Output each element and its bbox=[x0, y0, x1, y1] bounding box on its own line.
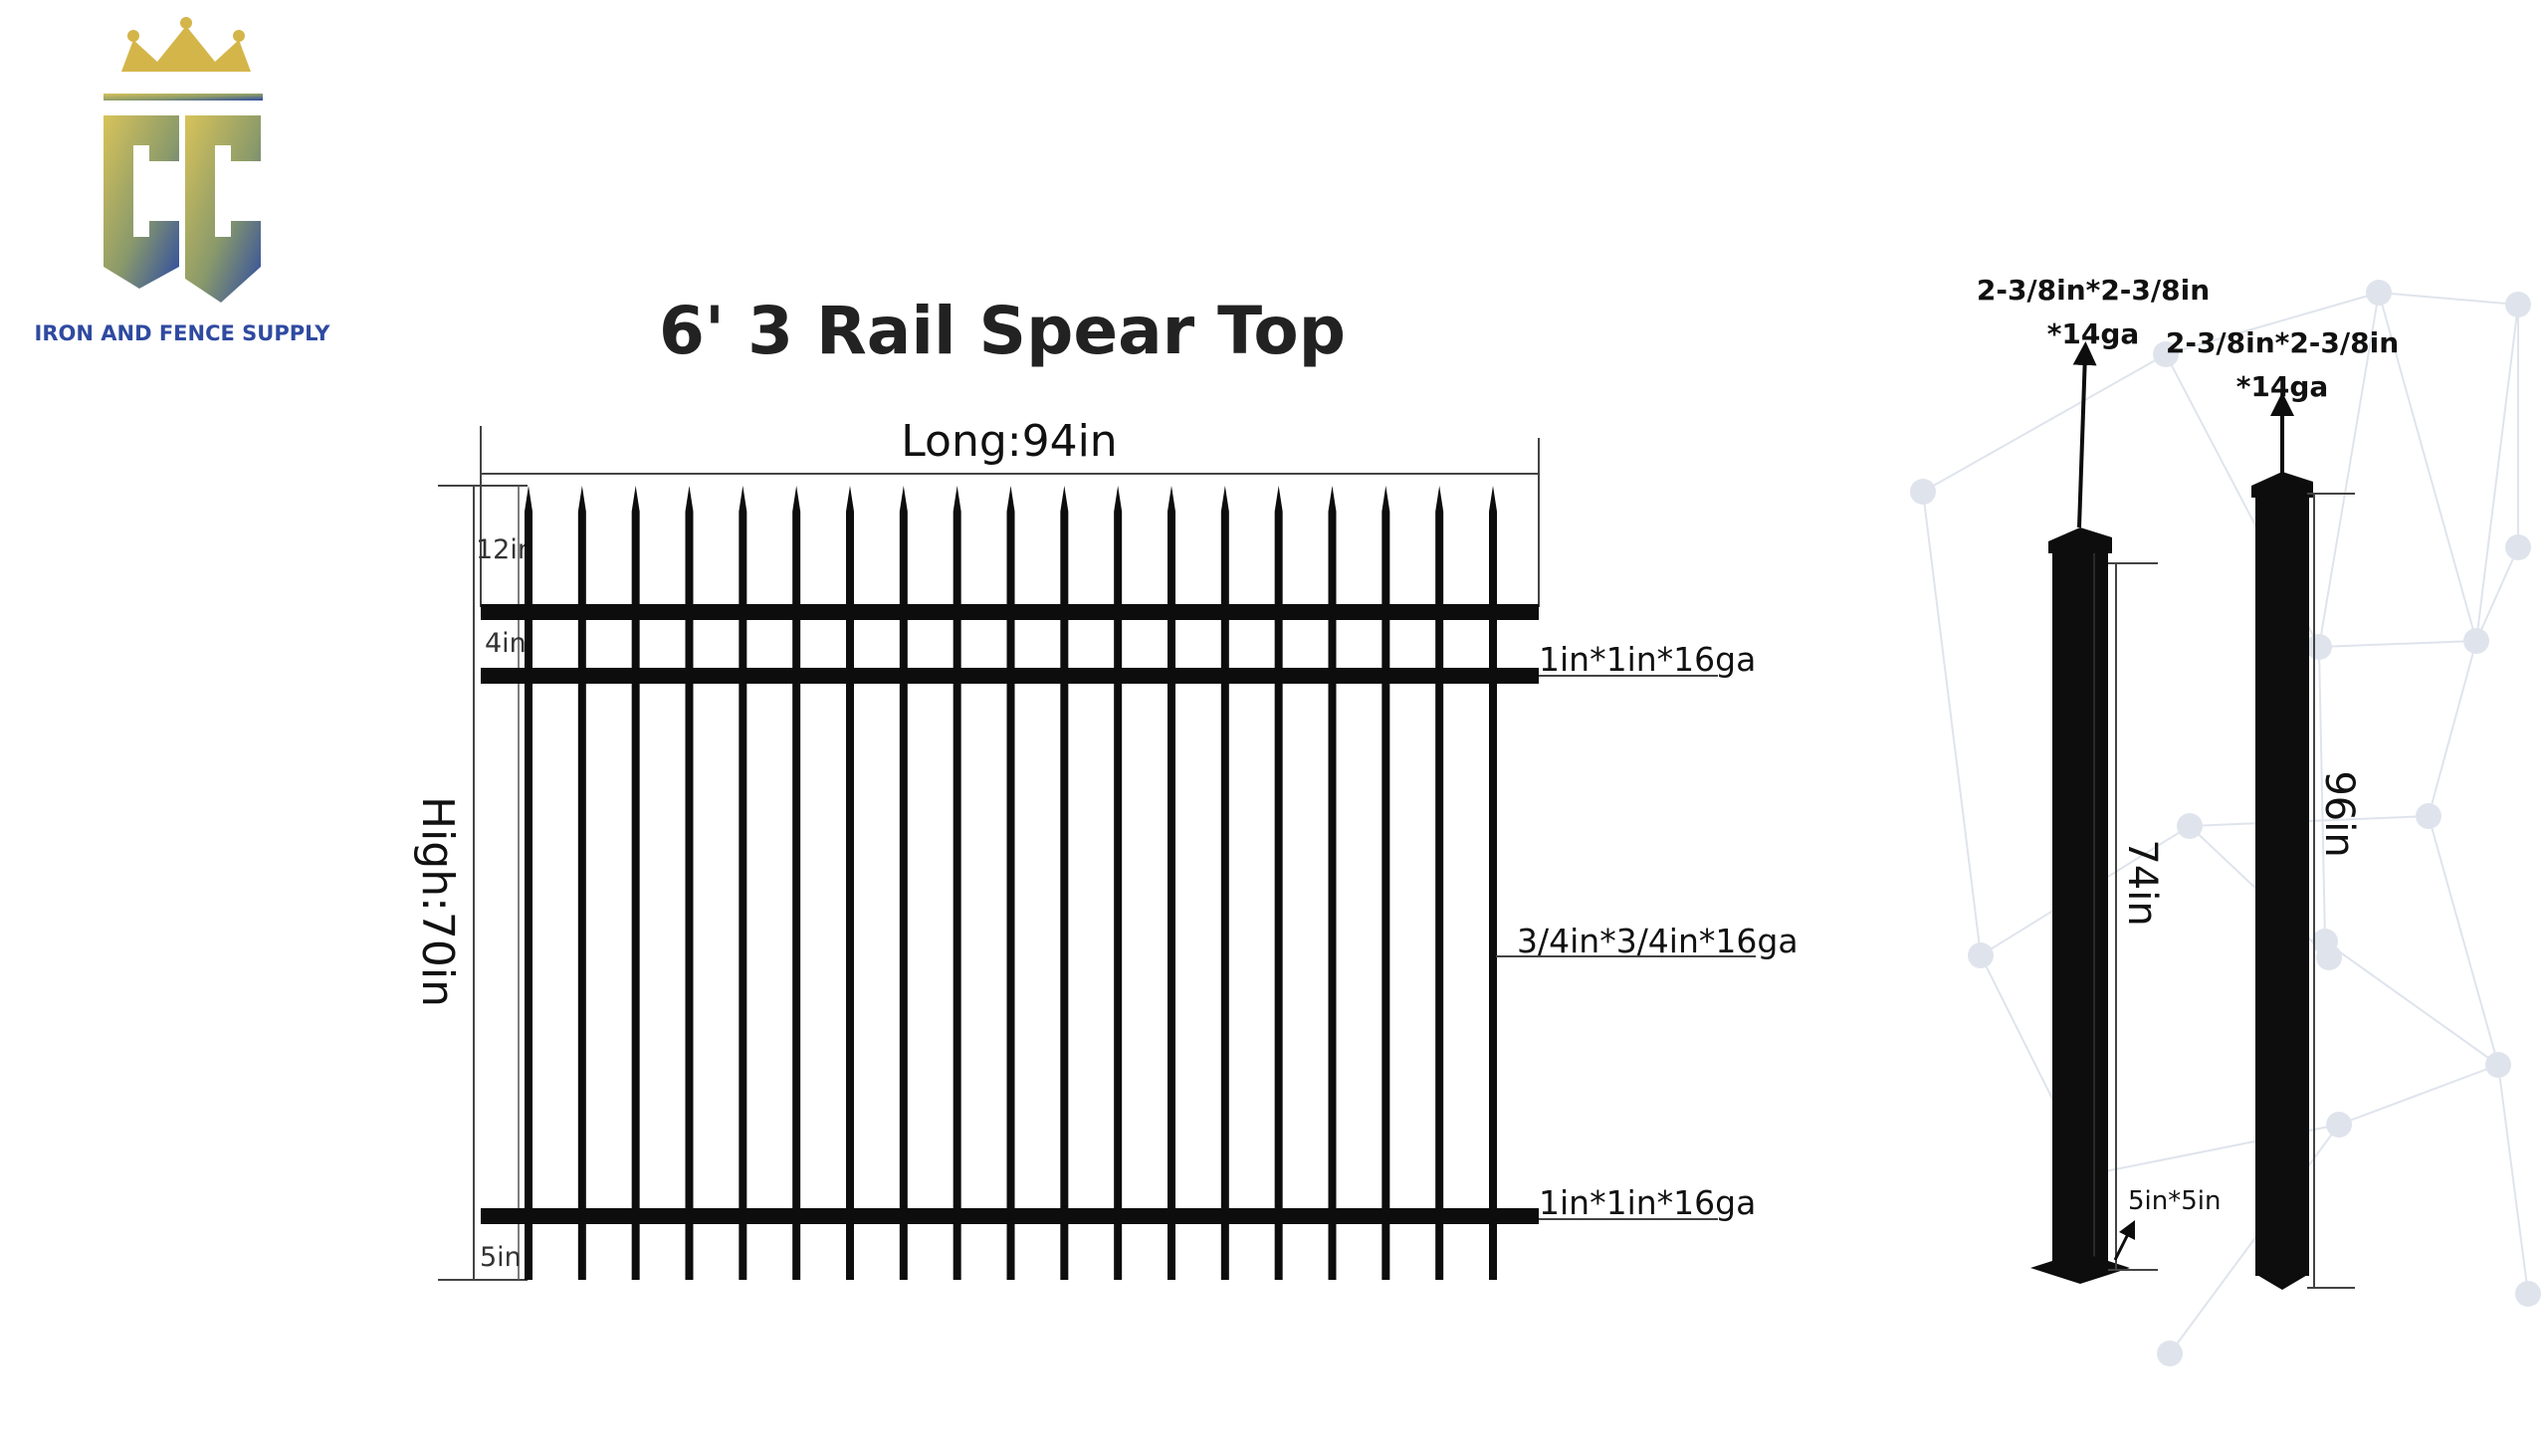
picket bbox=[1328, 486, 1337, 1280]
post-plain-spec-line2: *14ga bbox=[2236, 370, 2329, 403]
picket bbox=[1060, 486, 1069, 1280]
network-edge bbox=[1922, 491, 1982, 956]
plate-size-label: 5in*5in bbox=[2128, 1186, 2222, 1216]
post-with-plate-spec-line2: *14ga bbox=[2047, 317, 2140, 350]
post-with-base-plate: 2-3/8in*2-3/8in *14ga 74in 5in*5in bbox=[1977, 274, 2222, 1284]
network-node bbox=[2177, 813, 2203, 839]
post-with-plate-spec-arrow bbox=[2072, 341, 2097, 528]
post-plain-height-label: 96in bbox=[2316, 770, 2362, 857]
network-edge bbox=[2475, 304, 2519, 642]
picket bbox=[1220, 486, 1229, 1280]
picket bbox=[1168, 486, 1175, 1280]
network-node bbox=[2505, 534, 2531, 560]
network-node bbox=[2485, 1052, 2511, 1078]
network-node bbox=[2316, 944, 2342, 970]
picket bbox=[1489, 486, 1497, 1280]
post-plain-body bbox=[2255, 490, 2309, 1276]
top-rail bbox=[481, 604, 1539, 620]
bottom-rail-spec-label: 1in*1in*16ga bbox=[1539, 1183, 1756, 1222]
middle-rail bbox=[481, 668, 1539, 684]
cc-monogram-icon bbox=[104, 115, 261, 303]
post-with-plate-height-label: 74in bbox=[2119, 839, 2165, 926]
network-edge bbox=[2318, 292, 2380, 648]
fence-panel: Long:94in High:70in 12in 4in 5in 1in*1in… bbox=[412, 416, 1799, 1281]
post-with-plate-spec-line1: 2-3/8in*2-3/8in bbox=[1977, 274, 2210, 307]
base-plate-icon bbox=[2030, 1252, 2130, 1284]
picket bbox=[685, 486, 694, 1280]
picket bbox=[1435, 486, 1444, 1280]
picket bbox=[899, 486, 908, 1280]
network-edge bbox=[2318, 646, 2326, 942]
network-node bbox=[2505, 292, 2531, 317]
picket bbox=[846, 486, 854, 1280]
long-dimension-label: Long:94in bbox=[901, 416, 1117, 467]
network-edge bbox=[2378, 292, 2477, 642]
brand-logo: IRON AND FENCE SUPPLY bbox=[35, 17, 331, 345]
network-edge bbox=[2428, 640, 2477, 817]
network-node bbox=[2153, 341, 2179, 367]
network-edge bbox=[2324, 940, 2499, 1066]
top-rail-spec-label: 1in*1in*16ga bbox=[1539, 640, 1756, 679]
plate-label-arrow bbox=[2113, 1219, 2136, 1261]
picket bbox=[1114, 486, 1123, 1280]
network-edge bbox=[1922, 353, 2167, 493]
post-plain-bottom-icon bbox=[2255, 1274, 2309, 1290]
pickets-group bbox=[525, 486, 1497, 1280]
network-node bbox=[2157, 1341, 2183, 1366]
picket bbox=[792, 486, 801, 1280]
picket-spec-label: 3/4in*3/4in*16ga bbox=[1517, 922, 1799, 960]
network-edge bbox=[2165, 292, 2380, 355]
dim-rail-gap-label: 4in bbox=[485, 628, 527, 659]
brand-name: IRON AND FENCE SUPPLY bbox=[35, 321, 331, 345]
dim-bottom-label: 5in bbox=[480, 1242, 522, 1273]
network-node bbox=[2515, 1281, 2541, 1307]
network-node bbox=[2366, 280, 2392, 306]
background-network-pattern bbox=[1910, 280, 2541, 1366]
picket bbox=[1381, 486, 1390, 1280]
network-edge bbox=[2169, 1124, 2340, 1354]
network-edge bbox=[2378, 292, 2519, 306]
bottom-rail bbox=[481, 1208, 1539, 1224]
network-edge bbox=[2338, 1064, 2499, 1126]
network-node bbox=[2463, 628, 2489, 654]
high-dimension-label: High:70in bbox=[412, 796, 463, 1007]
network-node bbox=[1910, 479, 1936, 505]
network-node bbox=[2416, 803, 2442, 829]
network-edge bbox=[2318, 640, 2477, 648]
picket bbox=[631, 486, 640, 1280]
post-plain-spec-line1: 2-3/8in*2-3/8in bbox=[2166, 326, 2399, 359]
crown-icon bbox=[104, 17, 263, 101]
page-title: 6' 3 Rail Spear Top bbox=[659, 293, 1346, 369]
network-edge bbox=[2428, 815, 2499, 1066]
network-node bbox=[2326, 1112, 2352, 1138]
picket bbox=[739, 486, 747, 1280]
picket bbox=[577, 486, 586, 1280]
picket bbox=[1274, 486, 1283, 1280]
post-plain: 2-3/8in*2-3/8in *14ga 96in bbox=[2166, 326, 2399, 1290]
network-edge bbox=[2497, 1064, 2529, 1295]
network-node bbox=[2306, 634, 2332, 660]
network-node bbox=[1968, 942, 1994, 968]
network-edge bbox=[2475, 546, 2519, 642]
post-body bbox=[2052, 545, 2108, 1262]
picket bbox=[525, 486, 532, 1280]
rails-group bbox=[481, 604, 1539, 1224]
picket bbox=[953, 486, 961, 1280]
picket bbox=[1006, 486, 1015, 1280]
